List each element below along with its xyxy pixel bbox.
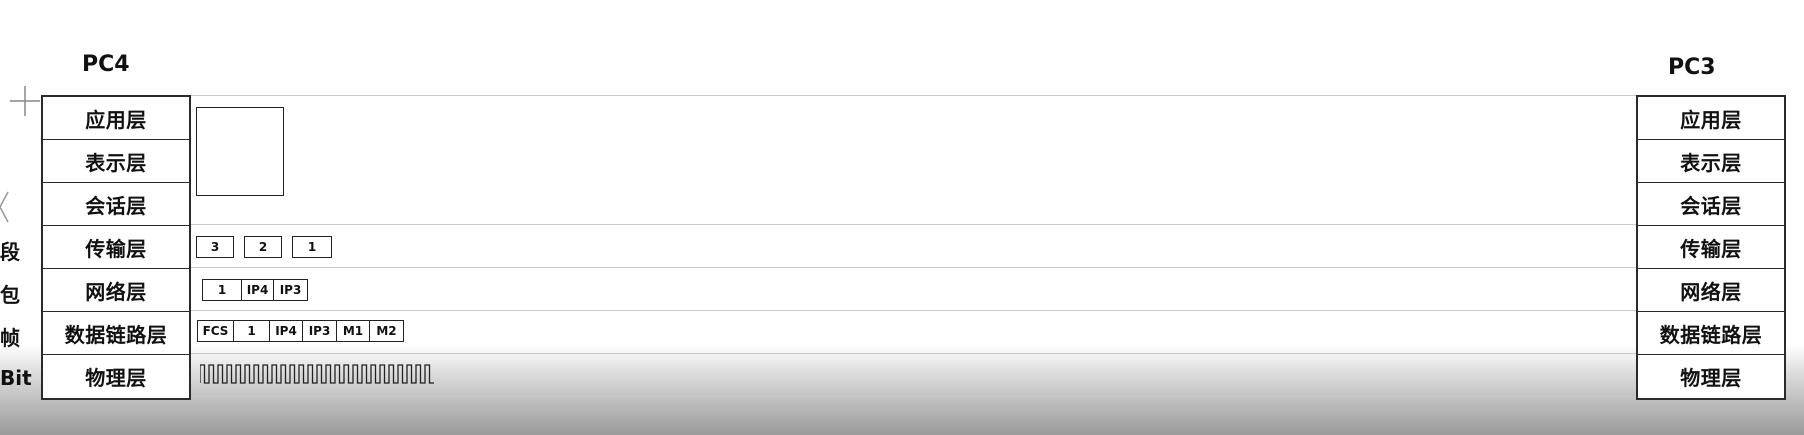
frame-cell: IP3 bbox=[303, 320, 337, 342]
guide-line bbox=[187, 224, 1636, 225]
frame-cell: 1 bbox=[234, 320, 270, 342]
left-osi-stack: 应用层 表示层 会话层 传输层 网络层 数据链路层 物理层 bbox=[41, 95, 191, 400]
layer-application: 应用层 bbox=[43, 97, 189, 140]
segment-cell: 1 bbox=[292, 236, 332, 258]
chevron-left-icon bbox=[0, 191, 9, 223]
guide-line bbox=[187, 353, 1636, 354]
packet-cell: 1 bbox=[202, 279, 242, 301]
guide-line bbox=[187, 267, 1636, 268]
left-pc-title: PC4 bbox=[82, 52, 130, 77]
frame-cell: FCS bbox=[197, 320, 234, 342]
frame-cell: IP4 bbox=[270, 320, 303, 342]
packet-cell: IP3 bbox=[274, 279, 308, 301]
layer-session: 会话层 bbox=[1638, 183, 1784, 226]
layer-presentation: 表示层 bbox=[43, 140, 189, 183]
layer-transport: 传输层 bbox=[43, 226, 189, 269]
packet-row: 1 IP4 IP3 bbox=[202, 279, 308, 301]
bit-waveform bbox=[200, 364, 434, 384]
pdu-label-frame: 帧 bbox=[0, 326, 20, 350]
guide-line bbox=[187, 95, 1636, 96]
layer-physical: 物理层 bbox=[1680, 366, 1742, 390]
segment-cell: 3 bbox=[196, 236, 234, 258]
layer-network: 网络层 bbox=[43, 269, 189, 312]
frame-cell: M1 bbox=[337, 320, 370, 342]
background-gradient bbox=[0, 345, 1804, 435]
layer-data-link: 数据链路层 bbox=[43, 312, 189, 355]
layer-network: 网络层 bbox=[1638, 269, 1784, 312]
layer-application: 应用层 bbox=[1638, 97, 1784, 140]
segment-row: 3 2 1 bbox=[196, 236, 332, 258]
layer-data-link: 数据链路层 bbox=[1638, 312, 1784, 355]
layer-presentation: 表示层 bbox=[1638, 140, 1784, 183]
layer-transport: 传输层 bbox=[1638, 226, 1784, 269]
crosshair-cursor-icon bbox=[10, 86, 40, 116]
frame-row: FCS 1 IP4 IP3 M1 M2 bbox=[197, 320, 404, 342]
right-pc-title: PC3 bbox=[1668, 55, 1716, 80]
guide-line bbox=[187, 396, 1636, 397]
guide-line bbox=[187, 310, 1636, 311]
right-osi-stack: 应用层 表示层 会话层 传输层 网络层 数据链路层 物理层 bbox=[1636, 95, 1786, 400]
segment-cell: 2 bbox=[244, 236, 282, 258]
layer-session: 会话层 bbox=[43, 183, 189, 226]
pdu-label-bit: Bit bbox=[0, 366, 32, 390]
frame-cell: M2 bbox=[370, 320, 404, 342]
pdu-label-segment: 段 bbox=[0, 240, 20, 264]
packet-cell: IP4 bbox=[242, 279, 274, 301]
pdu-label-packet: 包 bbox=[0, 283, 20, 307]
layer-physical: 物理层 bbox=[85, 366, 147, 390]
application-data-block bbox=[196, 107, 284, 196]
